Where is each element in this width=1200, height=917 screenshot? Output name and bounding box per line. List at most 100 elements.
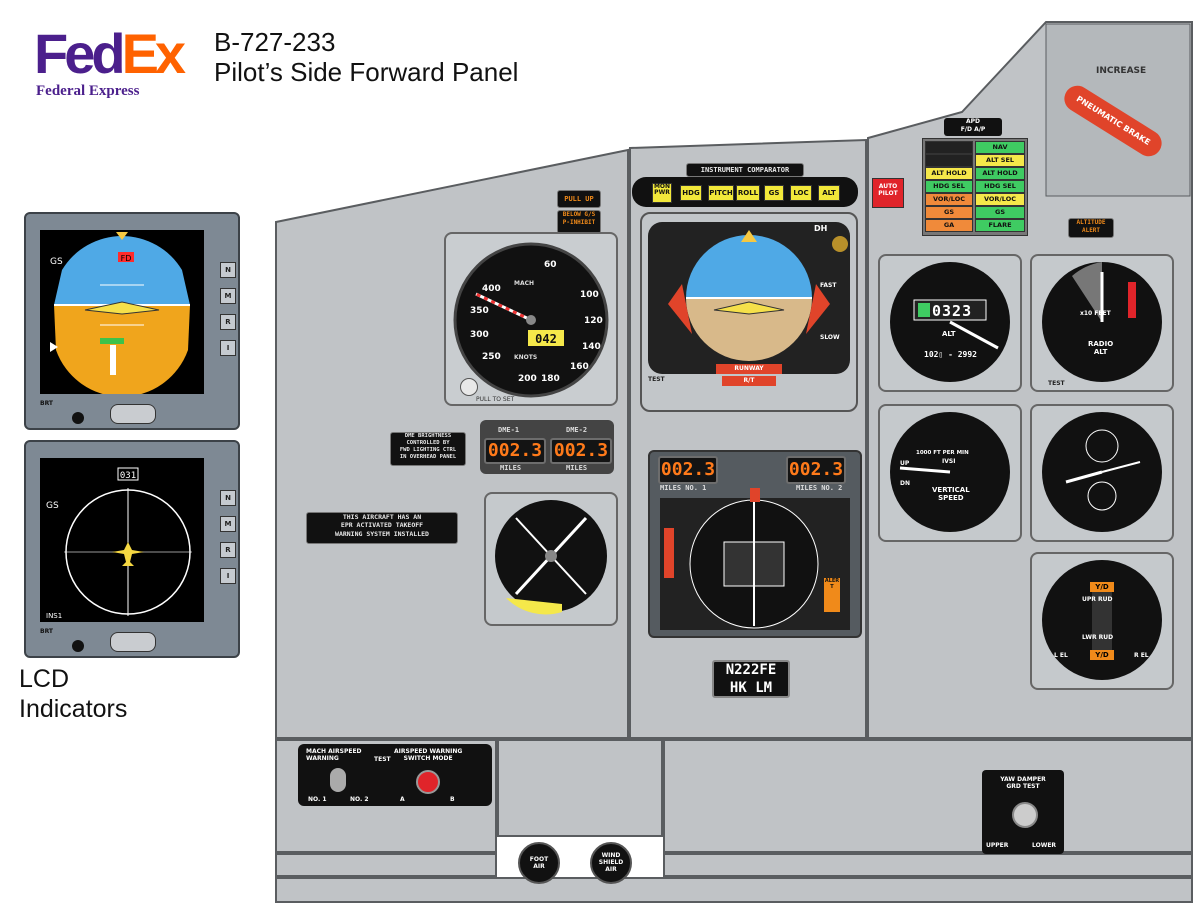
lcd-adi-gs: GS xyxy=(50,257,63,267)
rudder-lel: L EL xyxy=(1054,652,1068,659)
lcd-hsi-btn-i[interactable]: I xyxy=(220,568,236,584)
hsi-compass xyxy=(660,488,850,630)
apd-ap-nav[interactable]: NAV xyxy=(975,141,1025,154)
main-adi: DH FAST SLOW RUNWAY R/T TEST xyxy=(640,212,858,412)
pneumatic-brake-increase: INCREASE xyxy=(1096,66,1147,76)
comparator-alt[interactable]: ALT xyxy=(818,185,840,201)
apd-fd-alt-hold[interactable]: ALT HOLD xyxy=(925,167,973,180)
hsi-miles1: MILES NO. 1 xyxy=(660,484,707,492)
main-adi-graphic xyxy=(648,222,850,386)
title-line1: B-727-233 xyxy=(214,27,336,57)
tail-number-plate: N222FE HK LM xyxy=(712,660,790,698)
airspeed-tick-300: 300 xyxy=(470,330,489,340)
lcd-hsi-btn-m[interactable]: M xyxy=(220,516,236,532)
apd-ap-alt-sel[interactable]: ALT SEL xyxy=(975,154,1025,167)
lcd-adi-btn-r[interactable]: R xyxy=(220,314,236,330)
dme-brightness-note: DME BRIGHTNESS CONTROLLED BY FWD LIGHTIN… xyxy=(390,432,466,466)
lcd-adi-btn-n[interactable]: N xyxy=(220,262,236,278)
apd-fd-row1[interactable] xyxy=(925,154,973,167)
apd-ap-gs[interactable]: GS xyxy=(975,206,1025,219)
hsi-dme1-value: 002.3 xyxy=(658,456,718,484)
apd-panel: NAV ALT SEL ALT HOLD ALT HOLD HDG SEL HD… xyxy=(922,138,1028,236)
pull-up-light[interactable]: PULL UP xyxy=(557,190,601,208)
altimeter: 0323 ALT 102▯ - 2992 xyxy=(878,254,1022,392)
comparator-title: INSTRUMENT COMPARATOR xyxy=(686,163,804,177)
comparator-hdg[interactable]: HDG xyxy=(680,185,702,201)
radio-altimeter: x10 FEET RADIO ALT TEST xyxy=(1030,254,1174,392)
apd-ap-hdg-sel[interactable]: HDG SEL xyxy=(975,180,1025,193)
ivsi-vertical-speed: VERTICAL SPEED xyxy=(932,486,970,502)
altimeter-baro-inhg: 2992 xyxy=(957,350,977,359)
aw-switch-mode: AIRSPEED WARNING SWITCH MODE xyxy=(394,748,463,763)
lcd-adi-graphic: FD GS xyxy=(40,230,204,394)
airspeed-pull-to-set: PULL TO SET xyxy=(476,396,515,403)
lcd-adi-fd: FD xyxy=(121,254,132,263)
logo-ex-text: Ex xyxy=(121,22,186,85)
apd-sub: F/D A/P xyxy=(960,125,986,133)
comparator-roll[interactable]: ROLL xyxy=(736,185,760,201)
apd-ap-flare[interactable]: FLARE xyxy=(975,219,1025,232)
comparator-mon-pwr[interactable]: MON PWR xyxy=(652,183,672,203)
lcd-adi-brt-knob[interactable] xyxy=(72,412,84,424)
dme2-value: 002.3 xyxy=(550,438,612,464)
ivsi-label: IVSI xyxy=(942,458,956,465)
lcd-hsi-btn-r[interactable]: R xyxy=(220,542,236,558)
altimeter-digits: 0323 xyxy=(932,302,973,320)
lcd-adi-btn-i[interactable]: I xyxy=(220,340,236,356)
lcd-hsi-source: INS1 xyxy=(46,612,62,620)
apd-fd-vor-loc[interactable]: VOR/LOC xyxy=(925,193,973,206)
airspeed-tick-250: 250 xyxy=(482,352,501,362)
aw-b: B xyxy=(450,796,455,803)
logo-subtitle: Federal Express xyxy=(36,83,140,99)
comparator-gs[interactable]: GS xyxy=(764,185,784,201)
yaw-damper-switch[interactable] xyxy=(1012,802,1038,828)
rudder-upr: UPR RUD xyxy=(1082,596,1113,603)
airspeed-dial xyxy=(453,242,609,398)
aw-mach-label: MACH AIRSPEED WARNING xyxy=(306,748,362,763)
rudder-indicator: Y/D UPR RUD LWR RUD Y/D L EL R EL xyxy=(1030,552,1174,690)
radio-alt-label: RADIO ALT xyxy=(1088,340,1114,356)
airspeed-tick-350: 350 xyxy=(470,306,489,316)
autopilot-button[interactable]: AUTO PILOT xyxy=(872,178,904,208)
main-hsi: 002.3 002.3 MILES NO. 1 MILES NO. 2 ALER… xyxy=(648,450,862,638)
dme1-value: 002.3 xyxy=(484,438,546,464)
lcd-hsi-screen: 031 GS INS1 xyxy=(40,458,204,622)
airspeed-tick-120: 120 xyxy=(584,316,603,326)
mach-warning-switch[interactable] xyxy=(330,768,346,792)
rudder-lwr: LWR RUD xyxy=(1082,634,1114,641)
below-gs-light[interactable]: BELOW G/S P-INHIBIT xyxy=(557,210,601,234)
lcd-adi-btn-m[interactable]: M xyxy=(220,288,236,304)
main-adi-test[interactable]: TEST xyxy=(648,376,665,383)
airspeed-tick-180: 180 xyxy=(541,374,560,384)
radio-alt-test[interactable]: TEST xyxy=(1048,380,1065,387)
lcd-hsi-brt-knob[interactable] xyxy=(72,640,84,652)
apd-fd-row0[interactable] xyxy=(925,141,973,154)
airspeed-warning-switch[interactable] xyxy=(416,770,440,794)
airspeed-tick-200: 200 xyxy=(518,374,537,384)
altitude-alert-light[interactable]: ALTITUDE ALERT xyxy=(1068,218,1114,238)
lcd-hsi-btn-n[interactable]: N xyxy=(220,490,236,506)
airspeed-tick-160: 160 xyxy=(570,362,589,372)
windshield-air-knob[interactable]: WIND SHIELD AIR xyxy=(590,842,632,884)
airspeed-knots: KNOTS xyxy=(514,354,538,361)
apd-fd-hdg-sel[interactable]: HDG SEL xyxy=(925,180,973,193)
lcd-hsi-test-button[interactable] xyxy=(110,632,156,652)
ivsi-units: 1000 FT PER MIN xyxy=(916,450,969,456)
airspeed-digits: 042 xyxy=(535,332,557,346)
airspeed-tick-60: 60 xyxy=(544,260,557,270)
apd-fd-ga[interactable]: GA xyxy=(925,219,973,232)
comparator-pitch[interactable]: PITCH xyxy=(708,185,734,201)
ivsi-dn: DN xyxy=(900,480,911,487)
aw-no1: NO. 1 xyxy=(308,796,327,803)
comparator-loc[interactable]: LOC xyxy=(790,185,812,201)
lcd-adi-test-button[interactable] xyxy=(110,404,156,424)
airspeed-set-knob[interactable] xyxy=(460,378,478,396)
rudder-dial xyxy=(1042,560,1162,680)
clock xyxy=(1030,404,1174,542)
foot-air-knob[interactable]: FOOT AIR xyxy=(518,842,560,884)
apd-ap-vor-loc[interactable]: VOR/LOC xyxy=(975,193,1025,206)
altimeter-baro: 102▯ - 2992 xyxy=(924,350,977,359)
ivsi: 1000 FT PER MIN IVSI VERTICAL SPEED UP D… xyxy=(878,404,1022,542)
apd-ap-alt-hold[interactable]: ALT HOLD xyxy=(975,167,1025,180)
apd-fd-gs[interactable]: GS xyxy=(925,206,973,219)
